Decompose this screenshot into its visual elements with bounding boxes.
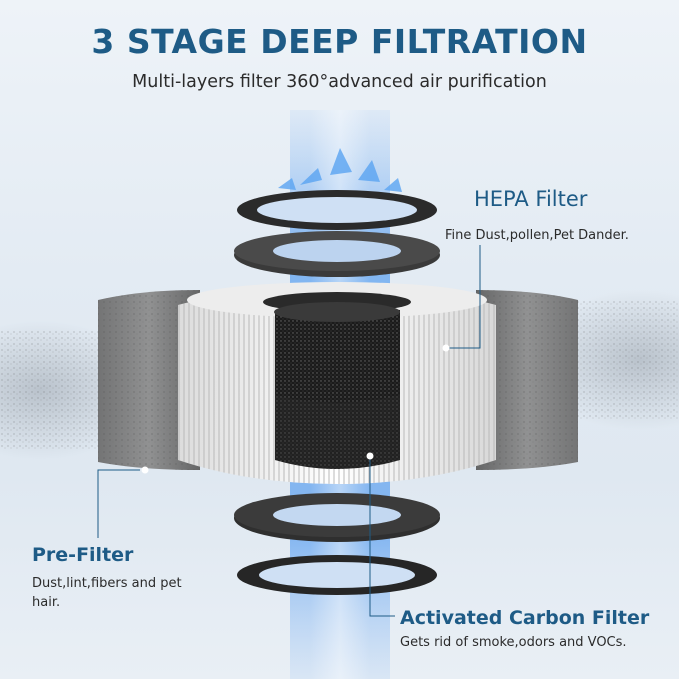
- page-title: 3 STAGE DEEP FILTRATION: [91, 22, 588, 61]
- bottom-cap-ring: [234, 493, 440, 542]
- hepa-callout-connector: [442, 245, 481, 352]
- top-gasket: [237, 190, 437, 230]
- carbon-filter-cylinder: [274, 302, 400, 469]
- top-cap-ring: [234, 231, 440, 277]
- carbon-filter-description: Gets rid of smoke,odors and VOCs.: [400, 635, 627, 650]
- hepa-filter-description: Fine Dust,pollen,Pet Dander.: [445, 228, 629, 243]
- pre-filter-left: [98, 290, 200, 470]
- airflow-arrows-icon: [278, 148, 402, 192]
- pre-filter-title: Pre-Filter: [32, 544, 134, 566]
- carbon-filter-title: Activated Carbon Filter: [400, 607, 650, 629]
- page-subtitle: Multi-layers filter 360°advanced air pur…: [132, 72, 547, 92]
- pre-filter-right: [476, 290, 578, 470]
- carbon-callout-connector: [366, 452, 395, 617]
- pre-filter-description: Dust,lint,fibers and pet hair.: [32, 576, 182, 610]
- hepa-filter-title: HEPA Filter: [474, 187, 588, 211]
- pre-filter-callout-connector: [97, 466, 149, 538]
- bottom-gasket: [237, 555, 437, 595]
